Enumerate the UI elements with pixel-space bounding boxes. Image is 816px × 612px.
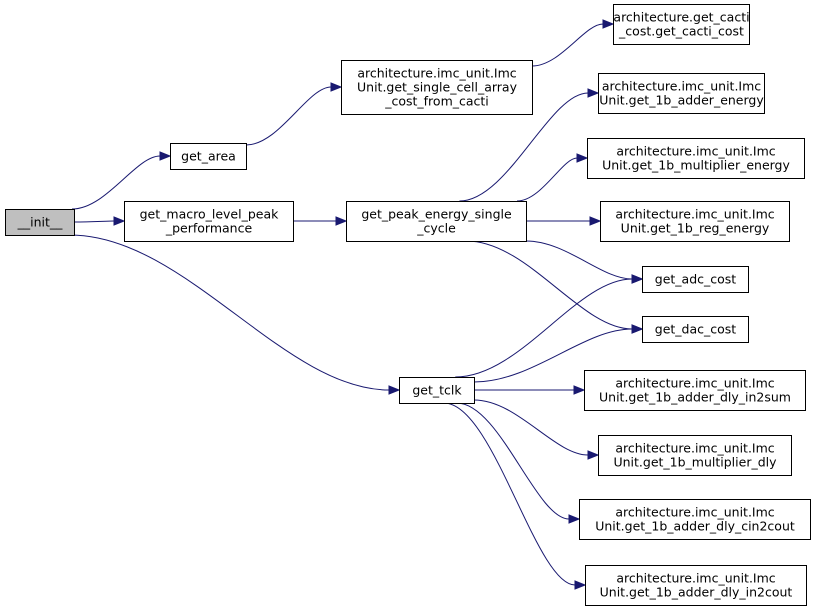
node-box	[587, 138, 805, 179]
node-label: _performance	[165, 221, 253, 236]
edge-init-to-get-macro	[73, 220, 115, 223]
node-get-macro[interactable]: get_macro_level_peak_performance	[124, 201, 294, 242]
node-label: architecture.imc_unit.Imc	[615, 441, 774, 456]
node-label: architecture.imc_unit.Imc	[615, 207, 774, 222]
node-label: _cost_from_cacti	[384, 94, 489, 109]
node-reg-energy[interactable]: architecture.imc_unit.ImcUnit.get_1b_reg…	[600, 201, 790, 242]
edge-get-peak-to-adc	[525, 240, 633, 280]
arrowhead	[589, 216, 602, 226]
node-get-peak[interactable]: get_peak_energy_single_cycle	[346, 201, 527, 242]
node-box	[613, 4, 750, 45]
node-box	[341, 60, 533, 115]
node-label: Unit.get_1b_adder_dly_cin2cout	[595, 519, 795, 534]
node-dly-in2cout[interactable]: architecture.imc_unit.ImcUnit.get_1b_add…	[585, 565, 807, 606]
arrowhead	[335, 216, 348, 226]
edge-get-tclk-to-mult-dly	[473, 399, 589, 456]
node-get-single[interactable]: architecture.imc_unit.ImcUnit.get_single…	[341, 60, 533, 115]
arrowhead	[330, 82, 343, 92]
edge-get-tclk-to-dac	[473, 328, 633, 383]
arrowhead	[631, 324, 644, 334]
node-box	[124, 201, 294, 242]
node-box	[642, 316, 749, 343]
node-box	[346, 201, 527, 242]
node-box	[399, 377, 475, 404]
node-label: _cycle	[416, 221, 456, 236]
edge-get-peak-to-mult-energy	[516, 157, 578, 202]
node-box	[598, 435, 792, 476]
node-get-tclk[interactable]: get_tclk	[399, 377, 475, 404]
node-label: Unit.get_single_cell_array	[357, 80, 518, 95]
call-edges	[69, 19, 644, 590]
node-get-area[interactable]: get_area	[170, 143, 247, 170]
node-label: architecture.imc_unit.Imc	[357, 66, 516, 81]
node-dac[interactable]: get_dac_cost	[642, 316, 749, 343]
node-box	[170, 143, 247, 170]
node-dly-in2sum[interactable]: architecture.imc_unit.ImcUnit.get_1b_add…	[584, 370, 806, 411]
arrowhead	[113, 216, 126, 226]
arrowhead	[602, 19, 615, 29]
edge-get-peak-to-dac	[466, 240, 633, 330]
node-label: get_tclk	[412, 383, 462, 398]
node-box	[585, 565, 807, 606]
node-label: Unit.get_1b_adder_energy	[599, 93, 764, 108]
node-label: architecture.imc_unit.Imc	[616, 571, 775, 586]
edge-init-to-get-area	[71, 155, 161, 210]
node-label: architecture.imc_unit.Imc	[616, 144, 775, 159]
node-init[interactable]: __init__	[5, 209, 75, 236]
node-box	[600, 201, 790, 242]
arrowhead	[574, 580, 587, 590]
node-box	[642, 266, 749, 293]
node-adder-energy[interactable]: architecture.imc_unit.ImcUnit.get_1b_add…	[598, 73, 765, 114]
node-box	[5, 209, 75, 236]
edge-get-tclk-to-dly-cin2cout	[456, 402, 570, 520]
arrowhead	[587, 88, 600, 98]
edge-init-to-get-tclk	[69, 234, 390, 391]
arrowhead	[159, 151, 172, 161]
node-label: _cost.get_cacti_cost	[618, 24, 744, 39]
edge-get-area-to-get-single	[245, 86, 332, 146]
edge-get-tclk-to-adc	[455, 278, 633, 378]
edge-get-single-to-get-cacti	[531, 23, 604, 67]
arrowhead	[388, 385, 401, 395]
node-label: Unit.get_1b_adder_dly_in2sum	[599, 390, 791, 405]
node-box	[579, 499, 811, 540]
arrowhead	[587, 450, 600, 460]
node-label: get_area	[181, 149, 236, 164]
node-label: get_macro_level_peak	[140, 207, 280, 222]
node-label: get_adc_cost	[655, 272, 737, 287]
node-adc[interactable]: get_adc_cost	[642, 266, 749, 293]
node-label: architecture.imc_unit.Imc	[615, 505, 774, 520]
node-label: architecture.imc_unit.Imc	[602, 79, 761, 94]
arrowhead	[631, 274, 644, 284]
node-mult-energy[interactable]: architecture.imc_unit.ImcUnit.get_1b_mul…	[587, 138, 805, 179]
node-label: get_dac_cost	[655, 322, 737, 337]
edge-get-peak-to-adder-energy	[459, 92, 589, 202]
node-box	[584, 370, 806, 411]
node-get-cacti[interactable]: architecture.get_cacti_cost.get_cacti_co…	[613, 4, 750, 45]
node-label: Unit.get_1b_multiplier_dly	[613, 455, 777, 470]
node-label: __init__	[17, 215, 64, 230]
edge-get-tclk-to-dly-in2cout	[443, 402, 576, 586]
arrowhead	[573, 385, 586, 395]
call-nodes: __init__ get_area get_macro_level_peak_per…	[5, 4, 811, 606]
node-label: Unit.get_1b_adder_dly_in2cout	[600, 585, 793, 600]
node-label: Unit.get_1b_reg_energy	[621, 221, 770, 236]
node-label: get_peak_energy_single	[361, 207, 512, 222]
node-label: architecture.imc_unit.Imc	[615, 376, 774, 391]
node-label: Unit.get_1b_multiplier_energy	[602, 158, 790, 173]
node-dly-cin2cout[interactable]: architecture.imc_unit.ImcUnit.get_1b_add…	[579, 499, 811, 540]
node-mult-dly[interactable]: architecture.imc_unit.ImcUnit.get_1b_mul…	[598, 435, 792, 476]
node-box	[598, 73, 765, 114]
arrowhead	[568, 514, 581, 524]
arrowhead	[576, 153, 589, 163]
node-label: architecture.get_cacti	[613, 10, 749, 25]
